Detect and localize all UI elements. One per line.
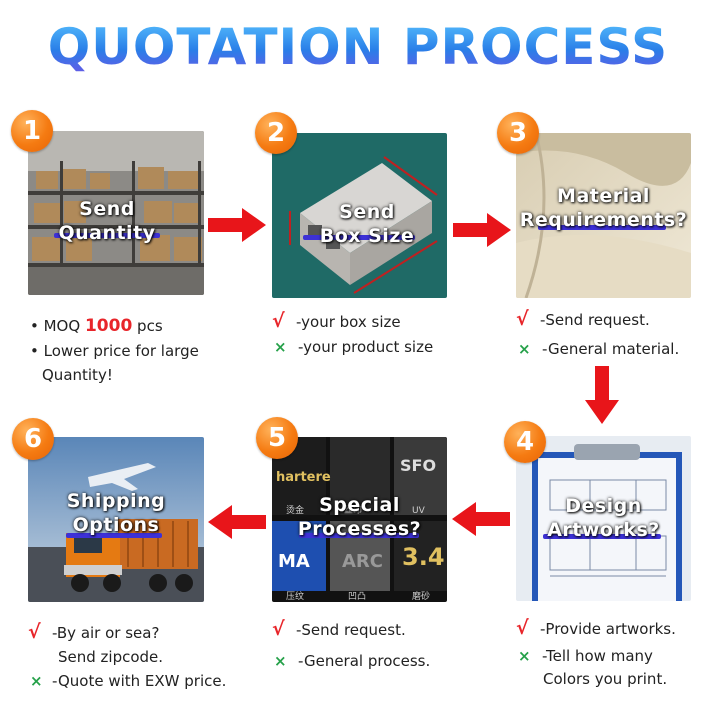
label-underline xyxy=(303,235,415,240)
check-mark-icon: √ xyxy=(516,308,529,330)
down-arrow-icon xyxy=(585,366,619,424)
left-arrow-icon xyxy=(452,502,510,536)
step-1-bullet-2: • Lower price for large xyxy=(30,342,199,360)
step-5-badge: 5 xyxy=(256,417,298,459)
clipboard-photo xyxy=(516,436,691,601)
svg-text:磨砂: 磨砂 xyxy=(412,590,430,602)
svg-text:凹凸: 凹凸 xyxy=(348,591,366,602)
check-mark-icon: √ xyxy=(272,310,285,332)
svg-text:MA: MA xyxy=(278,551,310,572)
step-3-badge: 3 xyxy=(497,112,539,154)
svg-text:压纹: 压纹 xyxy=(286,590,304,602)
warehouse-photo xyxy=(28,131,204,295)
cross-mark-icon: × xyxy=(274,338,287,356)
cross-mark-icon: × xyxy=(274,652,287,670)
step-5-label: Special Processes? xyxy=(297,494,422,540)
paper-photo xyxy=(516,133,691,298)
step-1-badge: 1 xyxy=(11,110,53,152)
left-arrow-icon xyxy=(208,505,266,539)
step-6-check-line-cont: Send zipcode. xyxy=(58,648,164,666)
step-2-check-line: √-your box size xyxy=(272,310,401,332)
step-3-cross-line: ×-General material. xyxy=(518,340,680,358)
step-4-check-line: √-Provide artworks. xyxy=(516,617,676,639)
step-1-label: Send Quantity xyxy=(58,198,156,244)
right-arrow-icon xyxy=(208,208,266,242)
svg-text:SFO: SFO xyxy=(400,456,436,475)
step-2-badge: 2 xyxy=(255,112,297,154)
cross-mark-icon: × xyxy=(518,340,531,358)
svg-text:hartere: hartere xyxy=(276,470,331,485)
step-2-cross-line: ×-your product size xyxy=(274,338,434,356)
step-6-badge: 6 xyxy=(12,418,54,460)
svg-text:烫金: 烫金 xyxy=(286,504,304,516)
processes-photo: 烫金 丝印 UV 压纹 凹凸 磨砂 hartere SFO 3.4 ARC MA xyxy=(272,437,447,602)
svg-text:UV: UV xyxy=(412,506,426,516)
check-mark-icon: √ xyxy=(28,621,41,643)
svg-text:3.4: 3.4 xyxy=(402,543,445,571)
step-3-check-line: √-Send request. xyxy=(516,308,650,330)
step-1-bullet-1: • MOQ 1000 pcs xyxy=(30,316,163,336)
step-1-bullet-2-cont: Quantity! xyxy=(42,366,113,384)
step-4-label: Design Artworks? xyxy=(547,495,660,541)
step-5-check-line: √-Send request. xyxy=(272,618,406,640)
step-4-cross-line: ×-Tell how many xyxy=(518,647,653,665)
label-underline xyxy=(54,233,160,238)
step-5-cross-line: ×-General process. xyxy=(274,652,431,670)
cross-mark-icon: × xyxy=(518,647,531,665)
right-arrow-icon xyxy=(453,213,511,247)
check-mark-icon: √ xyxy=(516,617,529,639)
svg-text:ARC: ARC xyxy=(342,551,383,572)
label-underline xyxy=(299,533,419,538)
step-6-cross-line: ×-Quote with EXW price. xyxy=(30,672,227,690)
step-4-badge: 4 xyxy=(504,421,546,463)
step-2-label: Send Box Size xyxy=(319,201,415,247)
step-6-label: Shipping Options xyxy=(66,490,166,536)
label-underline xyxy=(543,534,661,539)
cross-mark-icon: × xyxy=(30,672,43,690)
label-underline xyxy=(538,225,666,230)
step-3-label: Material Requirements? xyxy=(519,185,688,231)
svg-text:丝印: 丝印 xyxy=(344,504,362,516)
shipping-photo xyxy=(28,437,204,602)
label-underline xyxy=(66,533,162,538)
step-6-check-line: √-By air or sea? xyxy=(28,621,160,643)
page-title: QUOTATION PROCESS xyxy=(0,18,716,76)
box-photo xyxy=(272,133,447,298)
step-4-cross-line-cont: Colors you print. xyxy=(543,670,668,688)
check-mark-icon: √ xyxy=(272,618,285,640)
